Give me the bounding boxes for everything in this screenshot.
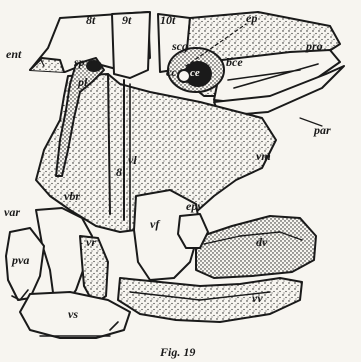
label-vf: vf: [150, 218, 159, 230]
label-scg: scg: [172, 40, 188, 52]
label-bce: bce: [226, 56, 243, 68]
label-vm: vm: [256, 150, 271, 162]
label-epv: epv: [186, 200, 203, 212]
label-ep: ep: [246, 12, 257, 24]
label-ce: ce: [190, 68, 200, 79]
region-epv: [178, 214, 208, 248]
region-vv: [118, 278, 302, 322]
label-sp: sp: [74, 56, 85, 68]
label-8t: 8t: [86, 14, 95, 26]
label-9t: 9t: [122, 14, 131, 26]
label-pro: pro: [306, 40, 323, 52]
label-vs: vs: [68, 308, 78, 320]
label-par: par: [314, 124, 331, 136]
region-ent: [30, 58, 64, 72]
figure-caption: Fig. 19: [160, 345, 195, 360]
label-pl: pl: [78, 76, 87, 88]
label-dv: dv: [256, 236, 267, 248]
label-8: 8: [116, 166, 122, 178]
label-10t: 10t: [160, 14, 175, 26]
label-cc: cc: [166, 66, 177, 78]
label-vv: vv: [252, 292, 263, 304]
label-var: var: [4, 206, 20, 218]
label-ent: ent: [6, 48, 21, 60]
label-vl: vl: [128, 154, 137, 166]
label-pva: pva: [12, 254, 29, 266]
label-vr: vr: [86, 236, 96, 248]
label-vbr: vbr: [64, 190, 80, 202]
